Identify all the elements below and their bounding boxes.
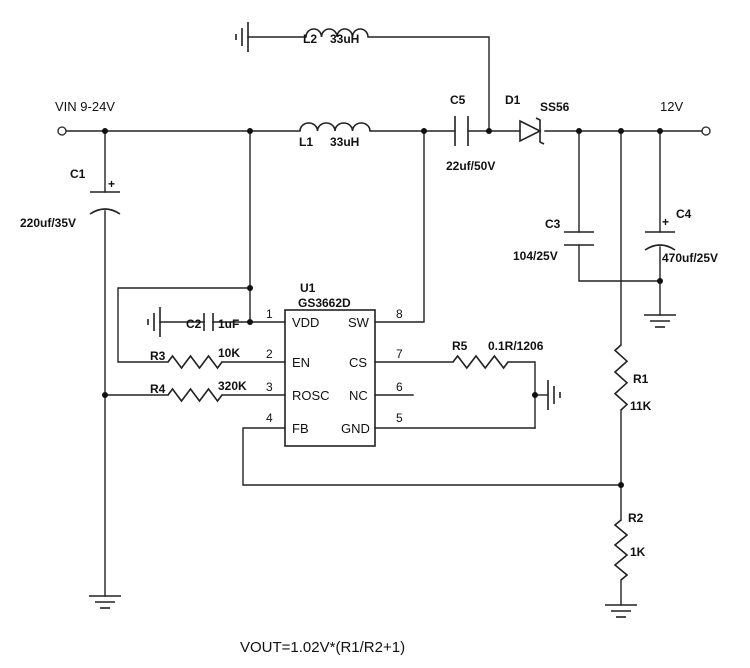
l2-value: 33uH: [330, 32, 359, 46]
pin-name-vdd: VDD: [292, 315, 319, 330]
pin-number-7: 7: [396, 347, 403, 361]
pin-number-6: 6: [396, 380, 403, 394]
junctions: [102, 128, 663, 488]
c2-ref: C2: [186, 317, 202, 331]
l1-ref: L1: [299, 135, 313, 149]
d1-value: SS56: [540, 100, 570, 114]
labels: VIN 9-24V 12V C1 + 220uf/35V L2 33uH L1 …: [20, 32, 718, 656]
d1-ref: D1: [505, 93, 521, 107]
c4-ref: C4: [676, 207, 692, 221]
pin-number-8: 8: [396, 307, 403, 321]
vout-label: 12V: [660, 99, 683, 114]
r3-ref: R3: [150, 349, 166, 363]
pin-name-fb: FB: [292, 421, 309, 436]
r5-ref: R5: [452, 339, 468, 353]
vin-label: VIN 9-24V: [55, 99, 115, 114]
ground-icon: [147, 307, 161, 337]
capacitor-c1: [89, 191, 121, 215]
resistor-r1: [613, 344, 629, 411]
c4-value: 470uf/25V: [662, 251, 718, 265]
capacitor-c3: [564, 231, 594, 246]
c3-value: 104/25V: [513, 249, 558, 263]
pin-name-rosc: ROSC: [292, 388, 330, 403]
r1-ref: R1: [633, 372, 649, 386]
c2-value: 1uF: [218, 317, 239, 331]
l2-ref: L2: [303, 32, 317, 46]
c1-ref: C1: [70, 167, 86, 181]
pin-number-5: 5: [396, 411, 403, 425]
capacitor-c2: [203, 313, 214, 331]
r5-value: 0.1R/1206: [488, 339, 544, 353]
pin-number-2: 2: [266, 347, 273, 361]
r2-ref: R2: [628, 511, 644, 525]
capacitor-c4: [644, 231, 676, 251]
ground-icon: [235, 22, 249, 52]
c1-polarity: +: [108, 177, 115, 191]
vin-terminal: [57, 126, 67, 136]
capacitor-c5: [454, 116, 469, 146]
c4-polarity: +: [662, 215, 669, 229]
pin-name-cs: CS: [349, 355, 367, 370]
r2-value: 1K: [630, 545, 646, 559]
pin-name-gnd: GND: [341, 421, 370, 436]
c5-ref: C5: [450, 93, 466, 107]
inductor-l1: [299, 122, 371, 132]
l1-value: 33uH: [330, 135, 359, 149]
ground-icon: [644, 314, 676, 328]
ground-icon: [547, 380, 561, 410]
inductor-l2: [305, 28, 369, 38]
pin-number-3: 3: [266, 380, 273, 394]
vout-terminal: [701, 126, 711, 136]
resistor-r2: [613, 519, 629, 581]
pin-number-1: 1: [266, 307, 273, 321]
pin-name-en: EN: [292, 355, 310, 370]
pin-name-sw: SW: [348, 315, 370, 330]
resistor-r3: [167, 354, 223, 370]
r4-value: 320K: [218, 379, 247, 393]
ic-u1: U1 GS3662D VDD EN ROSC FB GND NC CS SW 1…: [266, 281, 403, 447]
pin-name-nc: NC: [349, 388, 368, 403]
r4-ref: R4: [150, 382, 166, 396]
diode-d1: [519, 117, 545, 145]
c1-value: 220uf/35V: [20, 216, 76, 230]
c5-value: 22uf/50V: [446, 159, 495, 173]
resistor-r4: [167, 387, 223, 403]
pin-number-4: 4: [266, 411, 273, 425]
ic-part: GS3662D: [298, 296, 351, 310]
wires: [64, 36, 704, 606]
ground-icon: [89, 595, 121, 609]
r3-value: 10K: [218, 346, 240, 360]
ic-ref: U1: [300, 281, 316, 295]
r1-value: 11K: [630, 399, 652, 413]
formula-caption: VOUT=1.02V*(R1/R2+1): [240, 639, 405, 656]
c3-ref: C3: [545, 217, 561, 231]
ground-icon: [605, 604, 637, 618]
resistor-r5: [452, 354, 509, 370]
